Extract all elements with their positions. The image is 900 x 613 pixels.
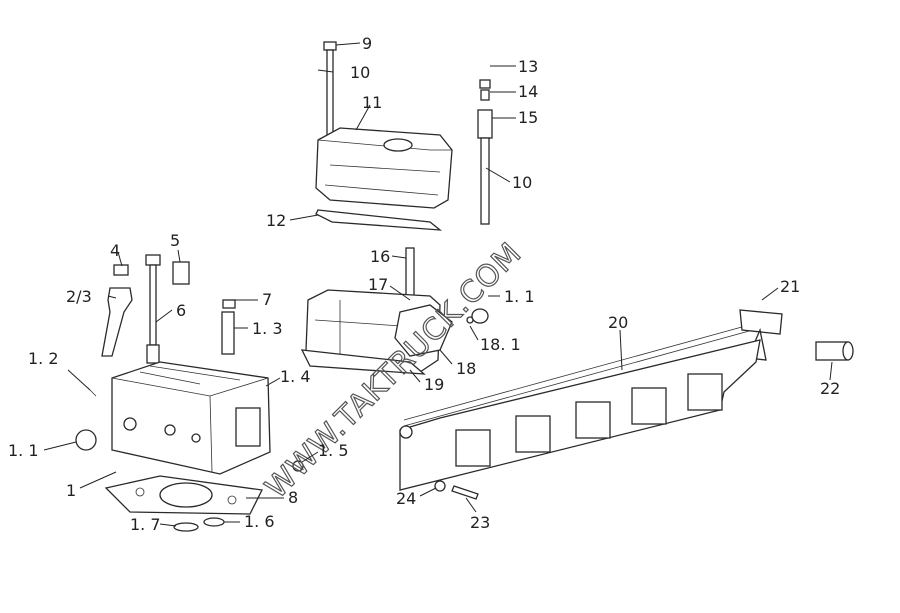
sleeve-5 (172, 261, 190, 285)
part-label: 2/3 (66, 287, 92, 306)
leader-lines (43, 42, 833, 527)
rocker-arm-2-3 (101, 287, 133, 357)
part-label: 16 (370, 247, 390, 266)
part-label: 6 (176, 301, 186, 320)
injector-assembly (477, 79, 493, 225)
seal-1-6 (203, 517, 225, 527)
nut-4 (113, 264, 129, 276)
rocker-cover (315, 127, 453, 209)
part-label: 1 (66, 481, 76, 500)
part-label: 18 (456, 359, 476, 378)
part-label: 12 (266, 211, 286, 230)
part-label: 15 (518, 108, 538, 127)
cover-gasket (315, 209, 443, 231)
part-label: 20 (608, 313, 628, 332)
part-label: 1. 2 (28, 349, 59, 368)
part-label: 11 (362, 93, 382, 112)
part-label: 1. 6 (244, 512, 275, 531)
washer-24 (434, 480, 446, 492)
exhaust-manifold (399, 339, 761, 491)
sleeve-22 (815, 341, 854, 361)
housing-gasket (300, 349, 426, 375)
part-label: 18. 1 (480, 335, 521, 354)
seal-1-7 (173, 522, 199, 532)
valve-guide-7 (221, 299, 236, 355)
part-label: 1. 3 (252, 319, 283, 338)
part-labels: 9 10 11 12 13 14 15 10 16 17 1. 1 18. 1 … (8, 34, 840, 534)
part-label: 21 (780, 277, 800, 296)
part-label: 17 (368, 275, 388, 294)
part-label: 10 (512, 173, 532, 192)
rocker-shaft-bolt (405, 247, 415, 299)
part-label: 1. 7 (130, 515, 161, 534)
bolt-23 (451, 485, 479, 500)
pushrod-6 (145, 254, 161, 364)
part-label: 14 (518, 82, 538, 101)
head-gasket (104, 475, 263, 515)
part-label: 22 (820, 379, 840, 398)
fuel-pipe-20 (403, 321, 761, 427)
part-label: 1. 1 (504, 287, 535, 306)
plug-1-1 (75, 429, 97, 451)
rocker-cover-bolt (323, 41, 337, 141)
plug-1-5 (292, 460, 304, 472)
part-label: 19 (424, 375, 444, 394)
part-label: 1. 4 (280, 367, 311, 386)
part-label: 24 (396, 489, 416, 508)
part-label: 9 (362, 34, 372, 53)
part-label: 10 (350, 63, 370, 82)
part-label: 1. 1 (8, 441, 39, 460)
part-label: 7 (262, 290, 272, 309)
part-label: 5 (170, 231, 180, 250)
part-label: 23 (470, 513, 490, 532)
part-label: 1. 5 (318, 441, 349, 460)
part-label: 13 (518, 57, 538, 76)
cylinder-head (111, 361, 271, 475)
part-label: 8 (288, 488, 298, 507)
rocker-housing (305, 289, 489, 373)
part-label: 4 (110, 241, 120, 260)
